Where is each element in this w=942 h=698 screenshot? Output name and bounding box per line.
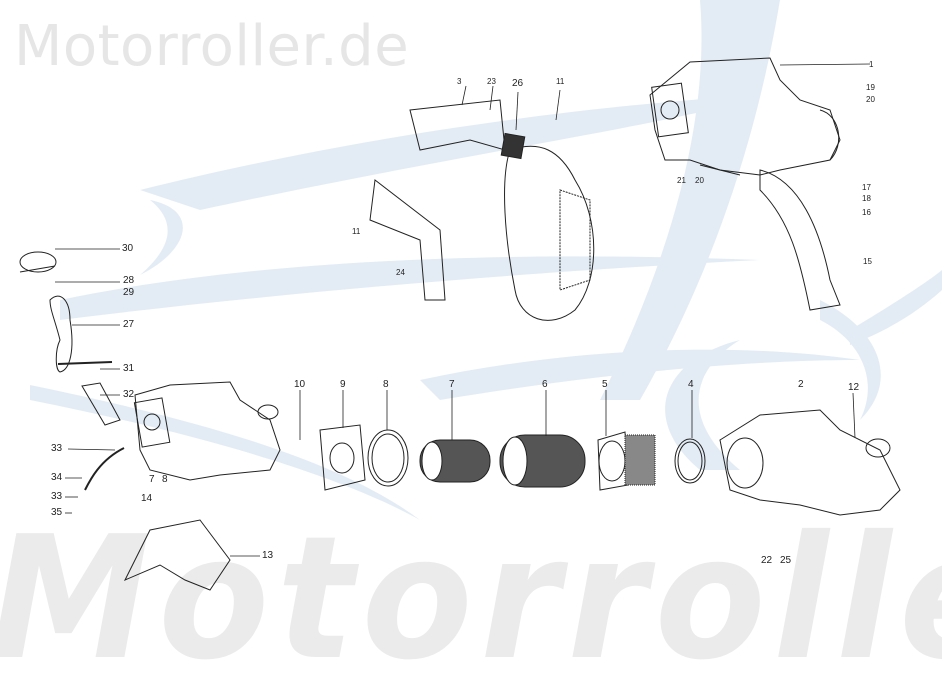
part-label-1: 1 [869, 60, 874, 69]
watermark-logo [30, 0, 942, 520]
part-label-17: 17 [862, 183, 871, 192]
part-label-26: 26 [512, 78, 524, 89]
parts-diagram [19, 57, 901, 591]
part-label-27: 27 [123, 319, 135, 330]
part-label-12: 12 [848, 382, 860, 393]
part-label-18: 18 [862, 194, 871, 203]
part-label-20a: 20 [866, 95, 875, 104]
part-label-28: 28 [123, 275, 135, 286]
part-label-8b: 8 [162, 474, 168, 485]
part-label-16: 16 [862, 208, 871, 217]
part-label-11a: 11 [556, 77, 565, 86]
part-label-9: 9 [340, 379, 346, 390]
fan-cover [369, 99, 595, 321]
part-label-2: 2 [798, 379, 804, 390]
part-label-8: 8 [383, 379, 389, 390]
part-label-30: 30 [122, 243, 134, 254]
part-label-19: 19 [866, 83, 875, 92]
part-label-4: 4 [688, 379, 694, 390]
part-label-32: 32 [123, 389, 135, 400]
part-label-22: 22 [761, 555, 773, 566]
watermark-top-text: Motorroller.de [14, 14, 410, 79]
part-label-34: 34 [51, 472, 63, 483]
part-label-15: 15 [863, 257, 872, 266]
leader-lines [55, 63, 871, 557]
part-label-25: 25 [780, 555, 792, 566]
part-label-33a: 33 [51, 443, 63, 454]
air-housing-lower-right [719, 409, 901, 516]
part-label-20b: 20 [695, 176, 704, 185]
part-label-24: 24 [396, 268, 405, 277]
part-label-14: 14 [141, 493, 153, 504]
part-label-21: 21 [677, 176, 686, 185]
part-label-35: 35 [51, 507, 63, 518]
part-label-29: 29 [123, 287, 135, 298]
flange-plate [319, 424, 366, 491]
part-label-13: 13 [262, 550, 274, 561]
part-label-7b: 7 [149, 474, 155, 485]
part-label-33b: 33 [51, 491, 63, 502]
air-housing-lower-left [84, 381, 281, 591]
part-label-10: 10 [294, 379, 306, 390]
air-housing-upper [649, 57, 841, 311]
part-label-3: 3 [457, 77, 462, 86]
part-label-31: 31 [123, 363, 135, 374]
filter-elements [367, 429, 706, 491]
part-label-5: 5 [602, 379, 608, 390]
part-label-11b: 11 [352, 227, 361, 236]
left-accessory-parts [19, 251, 121, 426]
part-label-6: 6 [542, 379, 548, 390]
part-label-7: 7 [449, 379, 455, 390]
part-label-23: 23 [487, 77, 496, 86]
